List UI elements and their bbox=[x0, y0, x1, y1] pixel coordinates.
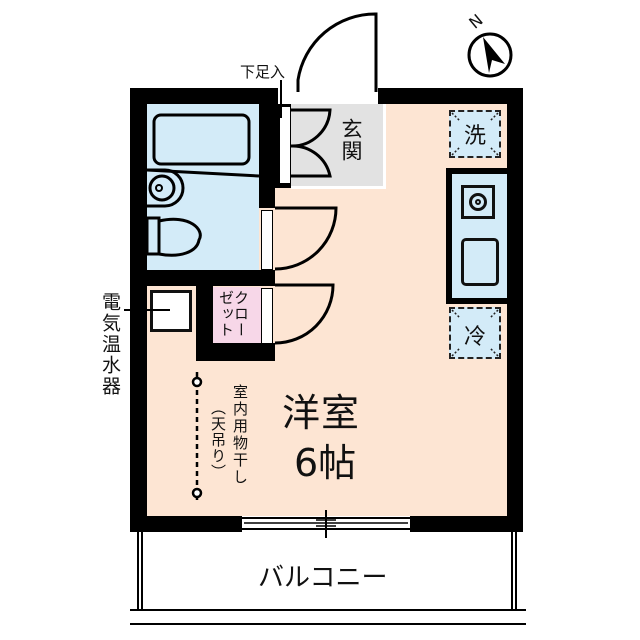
wall-closet-bottom bbox=[196, 343, 275, 361]
kitchen-sink bbox=[461, 238, 499, 286]
wall-bath-door-jamb bbox=[259, 200, 275, 208]
wall-closet-left bbox=[196, 286, 213, 361]
stove-burner-center bbox=[475, 199, 481, 205]
closet-door-leaf bbox=[261, 288, 273, 344]
washer-label: 洗 bbox=[463, 124, 486, 149]
front-door-sill bbox=[298, 92, 378, 100]
closet-label: クローゼット bbox=[217, 290, 250, 338]
stove-burner-ring bbox=[469, 193, 487, 211]
balcony-label: バルコニー bbox=[258, 563, 388, 593]
shoe-box-label: 下足入 bbox=[240, 63, 286, 81]
entrance-label: 玄関 bbox=[339, 118, 363, 162]
main-room-size-label: 6帖 bbox=[294, 441, 357, 485]
wall-bottom-left bbox=[130, 516, 242, 532]
fridge-label: 冷 bbox=[463, 325, 486, 350]
wall-top-left bbox=[130, 88, 278, 104]
wall-bath-bottom bbox=[147, 270, 275, 286]
wall-right bbox=[507, 88, 523, 532]
clothes-line-label: 室内用物干し bbox=[231, 384, 249, 486]
wall-bath-right bbox=[259, 104, 275, 204]
bathroom-floor bbox=[147, 104, 259, 270]
closet-floor bbox=[213, 287, 261, 343]
shoe-box bbox=[279, 106, 291, 184]
washer-space bbox=[449, 110, 501, 158]
wall-top-right bbox=[378, 88, 523, 104]
clothes-line-note: （天吊り） bbox=[209, 400, 227, 480]
wall-bottom-right bbox=[410, 516, 523, 532]
water-heater-label: 電気温水器 bbox=[99, 292, 121, 397]
bath-door-leaf bbox=[261, 210, 273, 270]
stove-burner bbox=[461, 185, 495, 219]
main-room-type-label: 洋室 bbox=[282, 391, 361, 435]
